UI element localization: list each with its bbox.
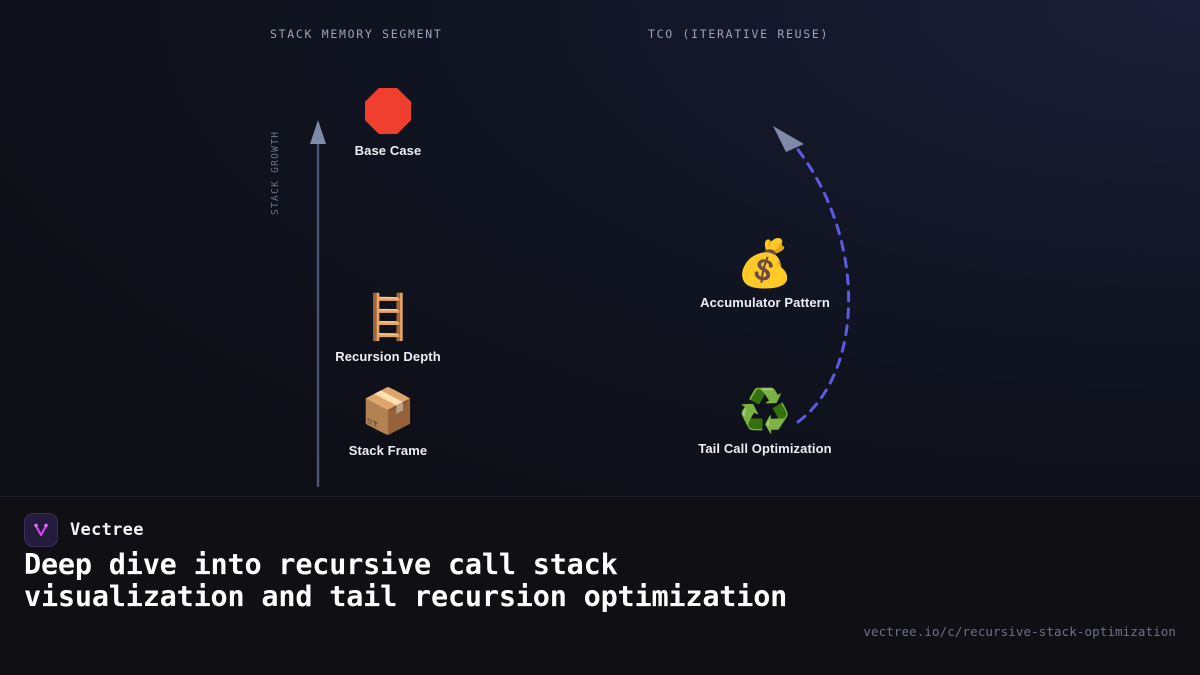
- brand-name: Vectree: [70, 520, 144, 540]
- node-tail-call-optimization[interactable]: ♻️ Tail Call Optimization: [655, 386, 875, 457]
- canvas-footer-divider: [0, 496, 1200, 497]
- node-label: Base Case: [354, 143, 422, 158]
- node-accumulator-pattern[interactable]: 💰 Accumulator Pattern: [655, 240, 875, 310]
- node-label: Tail Call Optimization: [698, 441, 832, 456]
- diagram-canvas: STACK MEMORY SEGMENT TCO (ITERATIVE REUS…: [0, 0, 1200, 497]
- node-base-case[interactable]: Base Case: [278, 88, 498, 158]
- stack-growth-axis: [310, 120, 326, 487]
- tco-loop-arrow: [773, 126, 851, 424]
- node-recursion-depth[interactable]: 🪜 Recursion Depth: [278, 292, 498, 365]
- column-header-tco: TCO (ITERATIVE REUSE): [648, 27, 830, 41]
- node-label: Accumulator Pattern: [700, 295, 830, 310]
- brand: Vectree: [24, 513, 144, 547]
- stop-sign-icon: [365, 88, 411, 134]
- money-bag-icon: 💰: [736, 236, 794, 290]
- source-url: vectree.io/c/recursive-stack-optimizatio…: [863, 624, 1176, 639]
- column-header-stack-memory: STACK MEMORY SEGMENT: [270, 27, 443, 41]
- footer: [0, 497, 1200, 675]
- ladder-icon: 🪜: [360, 292, 416, 343]
- recycling-icon: ♻️: [738, 386, 792, 435]
- vectree-logo-icon: [24, 513, 58, 547]
- headline: Deep dive into recursive call stack visu…: [24, 548, 788, 613]
- node-label: Recursion Depth: [335, 349, 441, 364]
- node-stack-frame[interactable]: 📦 Stack Frame: [278, 386, 498, 459]
- node-label: Stack Frame: [348, 443, 428, 458]
- package-box-icon: 📦: [360, 386, 416, 437]
